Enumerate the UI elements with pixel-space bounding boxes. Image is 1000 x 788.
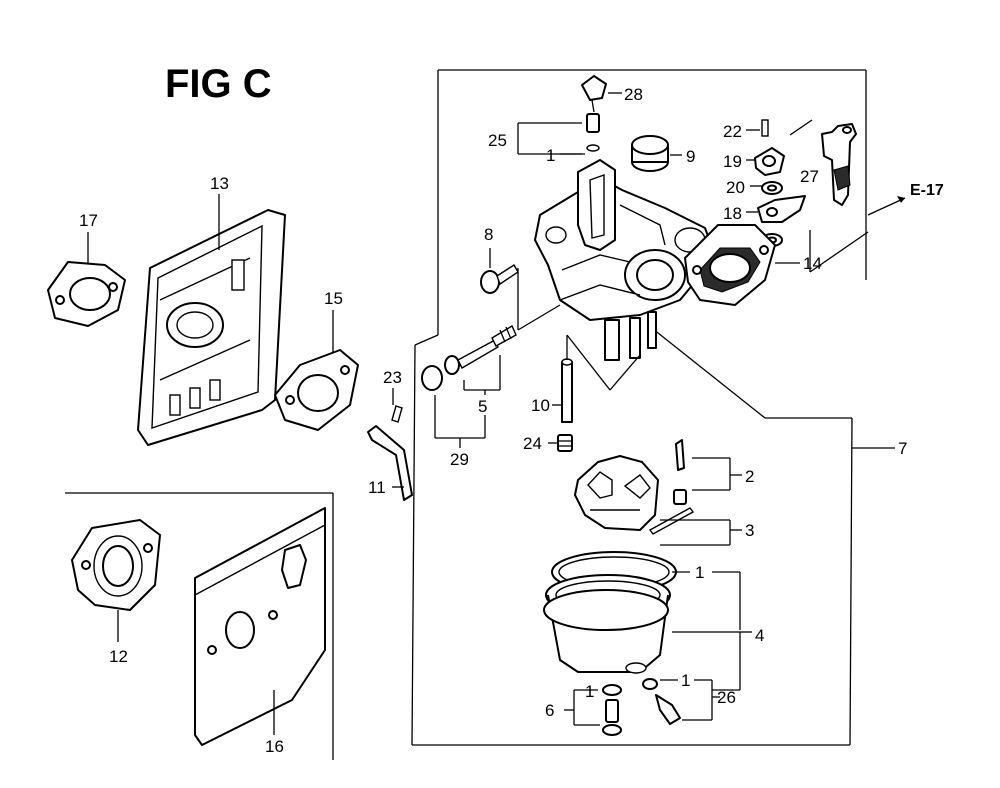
gasket-17 [47,261,126,327]
callout-25: 25 [488,131,507,150]
carburetor-body [534,159,716,361]
callout-29: 29 [450,450,469,469]
callout-20: 20 [726,178,745,197]
callout-5: 5 [478,397,487,416]
pilot-screw-5 [421,324,517,391]
float-bowl-4 [543,574,671,674]
callout-3: 3 [745,521,754,540]
reference-e17[interactable]: E-17 [910,182,944,199]
callout-18: 18 [723,204,742,223]
stack-22-21 [754,119,806,247]
rod-11 [367,425,413,501]
callout-1d: 1 [585,682,594,701]
callout-1e: 1 [681,671,690,690]
callout-13: 13 [210,174,229,193]
jet-24 [557,434,573,452]
callout-27: 27 [800,167,819,186]
choke-lever-27 [821,123,857,206]
callout-16: 16 [265,737,284,756]
callout-10: 10 [531,396,550,415]
carburetor-assembly-frame [411,69,895,746]
callout-17: 17 [79,211,98,230]
callout-1c: 1 [695,563,704,582]
drain-screw-26 [642,678,681,725]
callout-22: 22 [723,122,742,141]
callout-9: 9 [686,147,695,166]
callout-11: 11 [368,478,386,497]
callout-7: 7 [898,439,907,458]
plate-16 [194,507,326,746]
callout-6: 6 [545,701,554,720]
cap-9 [631,135,669,172]
gasket-14 [684,224,776,306]
callout-8: 8 [484,225,493,244]
float [574,455,659,531]
callout-28: 28 [624,85,643,104]
insulator-12 [71,519,161,611]
screw-8 [480,264,519,294]
plate-13 [137,209,286,446]
callout-2: 2 [745,467,754,486]
nozzle-10 [561,358,573,423]
gasket-15 [274,349,359,431]
callout-23: 23 [383,368,402,387]
clip-23 [391,405,403,423]
callout-14: 14 [803,254,822,273]
pin-3 [648,507,695,535]
callout-19: 19 [723,152,742,171]
callout-24: 24 [523,434,542,453]
callout-12: 12 [109,647,128,666]
bolt-6 [602,684,622,736]
figure-title: FIG C [165,62,272,106]
needle-valve-2 [673,439,687,505]
callout-1a: 1 [546,146,555,165]
callout-4: 4 [755,626,764,645]
callout-15: 15 [324,289,343,308]
callout-26: 26 [717,688,736,707]
screw-25 [586,113,600,152]
choke-knob-28 [581,75,607,113]
